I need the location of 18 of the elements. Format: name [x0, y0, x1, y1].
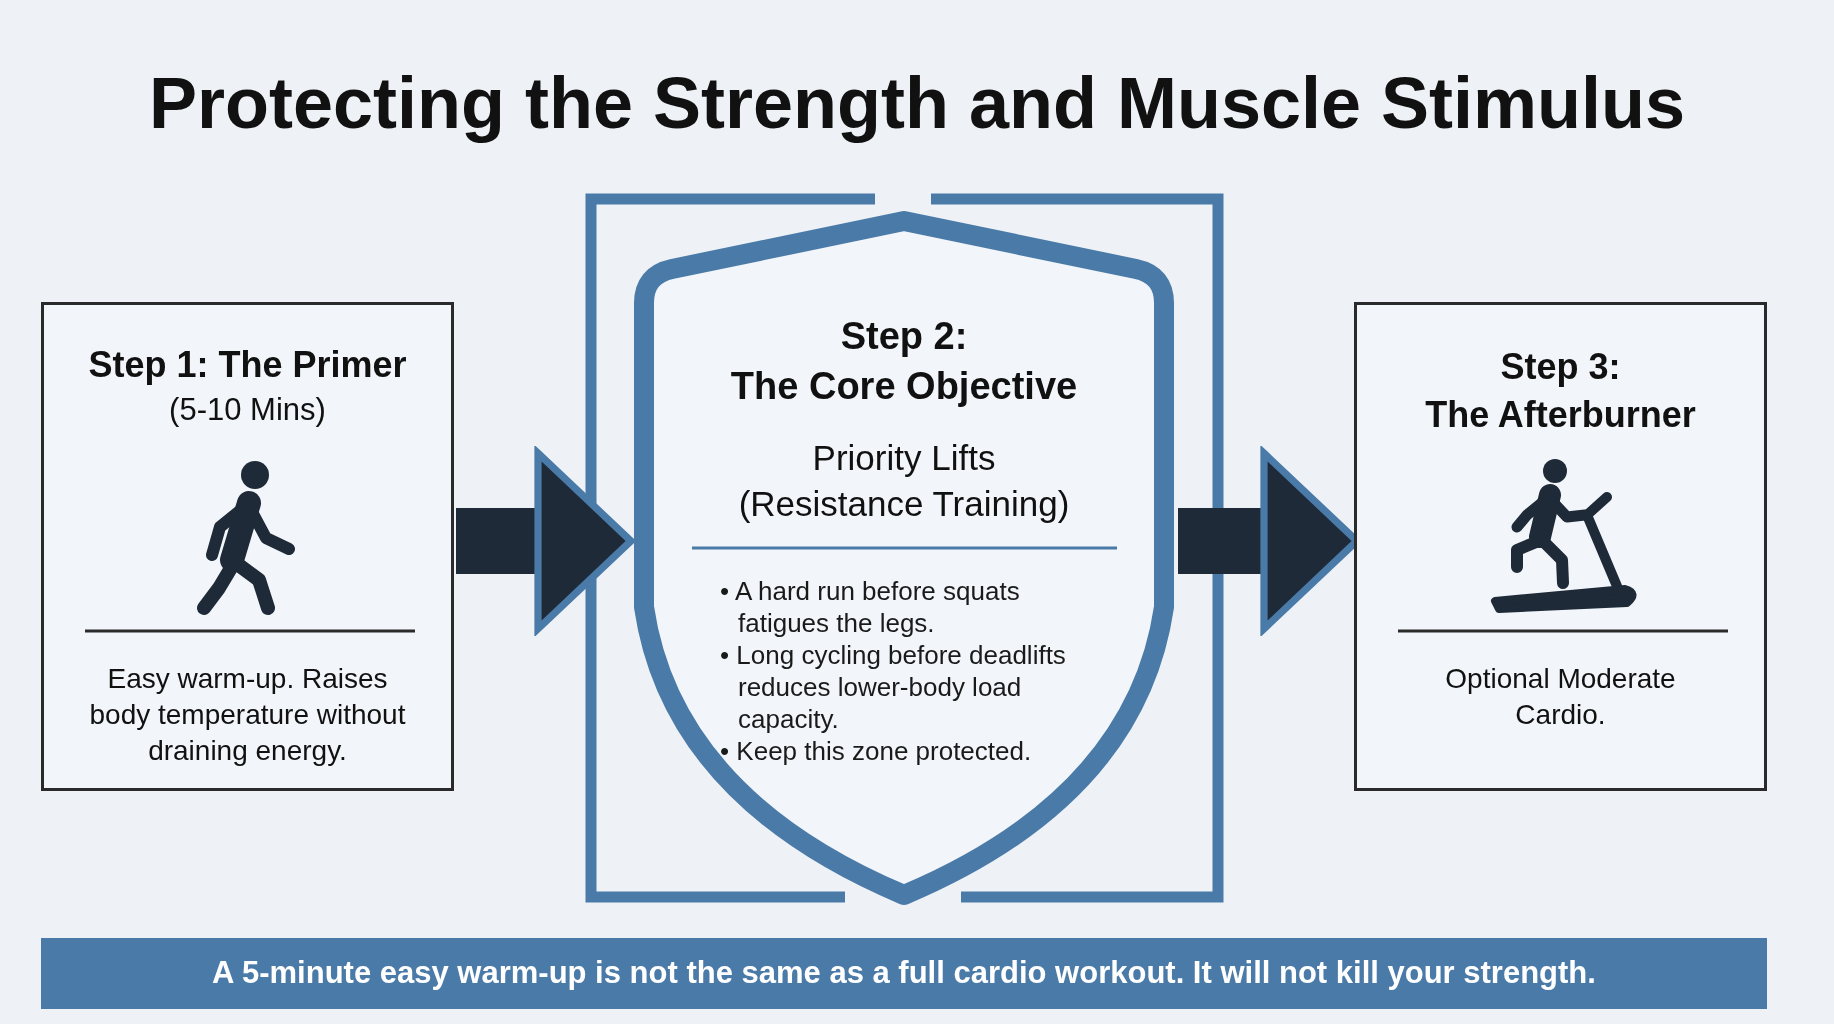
bullet-point: • A hard run before squats fatigues the legs.: [720, 575, 1021, 639]
step-description: Optional Moderate Cardio.: [1444, 662, 1677, 732]
title: Protecting the Strength and Muscle Stimulus: [147, 62, 1687, 144]
step-subheading: Priority Lifts (Resistance Training): [737, 437, 1071, 525]
step-heading: Step 3:: [1499, 345, 1622, 389]
banner-text: A 5-minute easy warm-up is not the same as a full cardio workout. It will not kill your strength.: [211, 954, 1597, 992]
step-subheading: The Afterburner: [1424, 393, 1697, 437]
step-heading: Step 2:: [839, 314, 969, 359]
bullet-point: • Keep this zone protected.: [720, 735, 1033, 767]
step-card: [41, 302, 454, 791]
step-card: [1354, 302, 1767, 791]
step-title: The Core Objective: [729, 364, 1079, 409]
step-subheading: (5-10 Mins): [168, 391, 327, 429]
step-description: Easy warm-up. Raises body temperature without draining energy.: [88, 662, 407, 768]
step-heading: Step 1: The Primer: [87, 343, 408, 387]
arrow: [456, 449, 635, 633]
banner-bar: [41, 938, 1767, 1009]
bullet-point: • Long cycling before deadlifts reduces lower-body load capacity.: [720, 639, 1067, 735]
